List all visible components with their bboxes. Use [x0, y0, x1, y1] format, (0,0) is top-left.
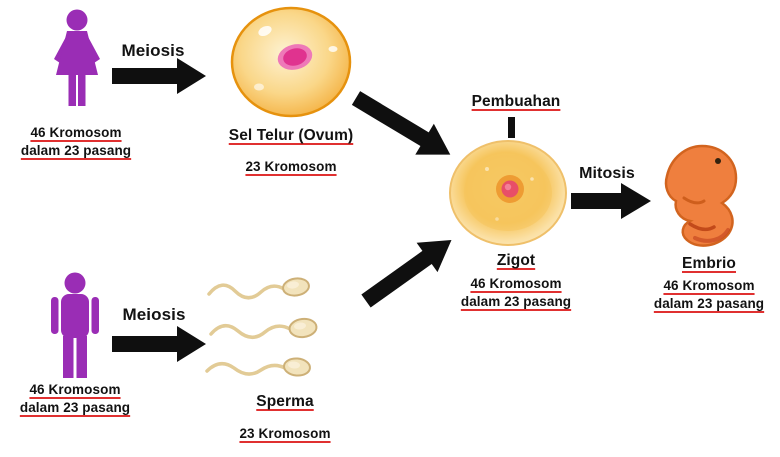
embryo-label: Embrio	[659, 254, 759, 274]
zygote-label: Zigot	[466, 251, 566, 271]
zygote-chromosome-line2: dalam 23 pasang	[460, 293, 572, 309]
mitosis-label: Mitosis	[579, 165, 635, 182]
zygote-chromosome-label: 46 Kromosom dalam 23 pasang	[441, 275, 591, 310]
male-figure-icon	[51, 272, 99, 378]
arrow-egg-to-zygote	[351, 91, 451, 155]
arrow-sperm-to-zygote	[361, 240, 452, 308]
embryo-label-text: Embrio	[682, 255, 736, 272]
zygote-chromosome-line1: 46 Kromosom	[470, 276, 562, 291]
embryo-eye-dot	[715, 158, 721, 164]
female-chromosome-label: 46 Kromosom dalam 23 pasang	[11, 124, 141, 159]
female-chromosome-line2: dalam 23 pasang	[20, 142, 132, 158]
sperm-label-text: Sperma	[256, 393, 314, 410]
egg-label: Sel Telur (Ovum)	[211, 126, 371, 146]
arrow-female-to-egg	[112, 58, 206, 94]
arrow-male-to-sperm	[112, 326, 206, 362]
sperm-chromosome-label: 23 Kromosom	[215, 425, 355, 443]
male-chromosome-line1: 46 Kromosom	[29, 382, 121, 397]
female-chromosome-line1: 46 Kromosom	[30, 125, 122, 140]
meiosis-label-top: Meiosis	[121, 41, 185, 60]
sperm-chromosome-text: 23 Kromosom	[239, 426, 331, 441]
fertilization-label: Pembuahan	[451, 92, 581, 112]
egg-label-text: Sel Telur (Ovum)	[228, 127, 354, 144]
egg-chromosome-label: 23 Kromosom	[221, 158, 361, 176]
embryo-icon	[664, 144, 738, 247]
egg-chromosome-text: 23 Kromosom	[245, 159, 337, 174]
male-chromosome-label: 46 Kromosom dalam 23 pasang	[10, 381, 140, 416]
embryo-chromosome-label: 46 Kromosom dalam 23 pasang	[634, 277, 780, 312]
female-figure-icon	[54, 9, 100, 106]
zygote-label-text: Zigot	[496, 252, 536, 269]
sperm-cells-icon	[205, 277, 318, 377]
egg-cell-icon	[230, 6, 352, 118]
embryo-chromosome-line1: 46 Kromosom	[663, 278, 755, 293]
arrow-zygote-to-embryo	[571, 183, 651, 219]
zygote-cell-icon	[449, 140, 567, 246]
embryo-chromosome-line2: dalam 23 pasang	[653, 295, 765, 311]
male-chromosome-line2: dalam 23 pasang	[19, 399, 131, 415]
fertilization-pointer-line	[508, 117, 515, 138]
sperm-label: Sperma	[235, 392, 335, 412]
fertilization-label-text: Pembuahan	[471, 93, 561, 110]
meiosis-label-bottom: Meiosis	[122, 305, 186, 324]
